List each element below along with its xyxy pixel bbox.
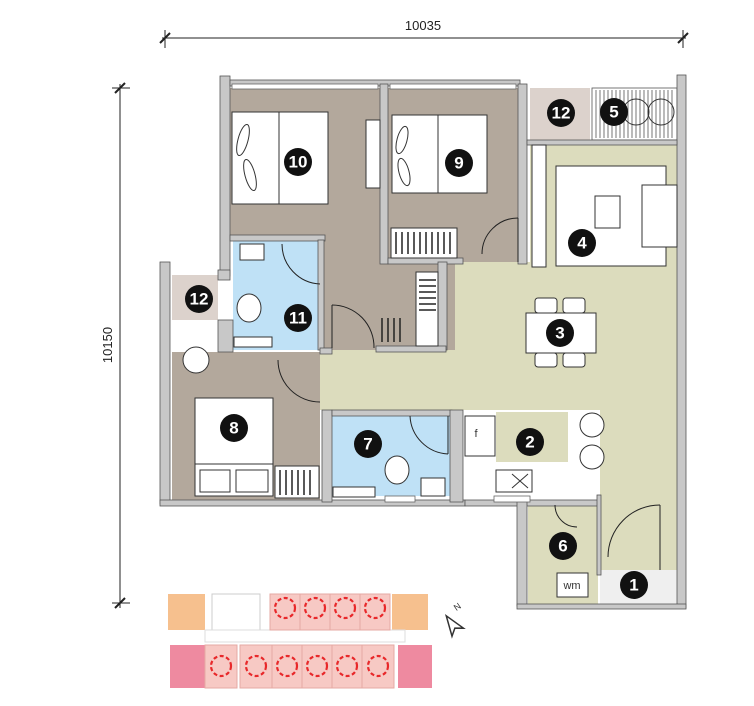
room-marker-10: 10 xyxy=(284,148,312,176)
key-plan-unit xyxy=(269,593,301,631)
washing-machine-label: wm xyxy=(562,580,580,592)
bed-10 xyxy=(231,111,329,205)
height-dimension: 10150 xyxy=(100,82,130,609)
room-marker-7: 7 xyxy=(354,430,382,458)
key-plan-highlight-marker xyxy=(333,596,357,620)
windows xyxy=(231,83,531,503)
svg-text:5: 5 xyxy=(609,103,618,122)
key-plan-highlight-marker xyxy=(363,596,387,620)
walls xyxy=(159,74,687,610)
room-marker-12-left: 12 xyxy=(185,285,213,313)
room-marker-12-top: 12 xyxy=(547,99,575,127)
svg-text:7: 7 xyxy=(363,435,372,454)
height-label: 10150 xyxy=(100,327,115,363)
key-plan-highlight-marker xyxy=(366,654,390,678)
svg-text:12: 12 xyxy=(552,104,571,123)
svg-text:12: 12 xyxy=(190,290,209,309)
key-plan-highlight-marker xyxy=(273,596,297,620)
room-marker-3: 3 xyxy=(546,319,574,347)
svg-text:8: 8 xyxy=(229,419,238,438)
key-plan-highlight-marker xyxy=(335,654,359,678)
svg-text:9: 9 xyxy=(454,154,463,173)
doors xyxy=(277,217,661,570)
wardrobes xyxy=(274,119,547,499)
room-marker-8: 8 xyxy=(220,414,248,442)
north-arrow-icon: N xyxy=(444,601,466,639)
key-plan-unit xyxy=(299,593,331,631)
key-plan-highlight-marker xyxy=(305,654,329,678)
key-plan-highlight-marker xyxy=(244,654,268,678)
width-dimension: 10035 xyxy=(159,18,689,48)
fridge-label: f xyxy=(474,428,478,440)
room-marker-9: 9 xyxy=(445,149,473,177)
key-plan-unit xyxy=(329,593,361,631)
width-label: 10035 xyxy=(405,18,441,33)
key-plan: N xyxy=(168,593,466,689)
room-marker-2: 2 xyxy=(516,428,544,456)
key-plan-unit xyxy=(204,644,238,689)
key-plan-highlight-marker xyxy=(303,596,327,620)
key-plan-highlight-marker xyxy=(209,654,233,678)
room-marker-6: 6 xyxy=(549,532,577,560)
room-marker-5: 5 xyxy=(600,98,628,126)
room-marker-11: 11 xyxy=(284,304,312,332)
room-markers: 1 2 3 4 5 6 7 8 9 10 11 12 12 xyxy=(185,98,648,599)
key-plan-unit xyxy=(239,644,273,689)
svg-text:11: 11 xyxy=(289,309,307,328)
key-plan-highlight-marker xyxy=(275,654,299,678)
bed-9 xyxy=(391,114,488,194)
key-plan-unit xyxy=(359,593,391,631)
svg-text:6: 6 xyxy=(558,537,567,556)
svg-text:2: 2 xyxy=(525,433,534,452)
bed-8 xyxy=(194,397,274,497)
key-plan-unit xyxy=(361,644,395,689)
svg-text:10: 10 xyxy=(289,153,308,172)
north-label: N xyxy=(452,601,463,613)
key-plan-unit xyxy=(331,644,363,689)
room-marker-4: 4 xyxy=(568,229,596,257)
washing-machine: wm xyxy=(556,572,589,598)
svg-text:3: 3 xyxy=(555,324,564,343)
room-marker-1: 1 xyxy=(620,571,648,599)
kitchen-fixtures: f xyxy=(464,412,605,493)
bathroom-fixtures xyxy=(182,243,446,498)
svg-text:1: 1 xyxy=(629,576,638,595)
svg-text:4: 4 xyxy=(577,234,587,253)
